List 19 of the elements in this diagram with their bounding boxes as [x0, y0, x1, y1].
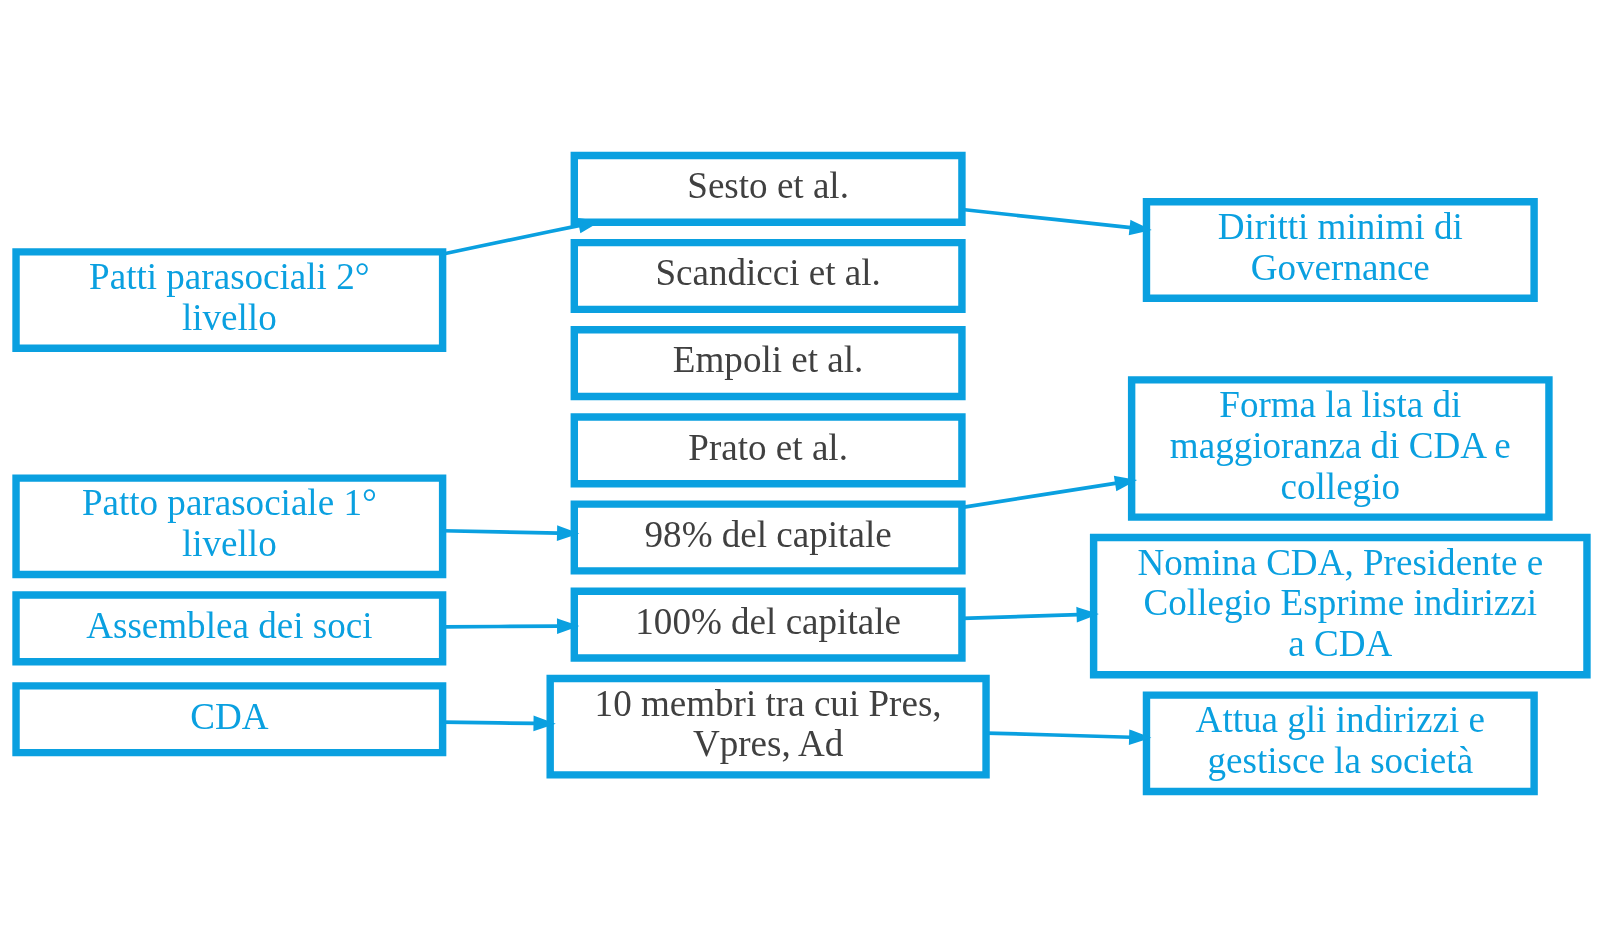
node-box: Patto parasociale 1° livello	[12, 473, 447, 578]
node-box: 98% del capitale	[570, 499, 966, 575]
node-box: Scandicci et al.	[570, 238, 966, 313]
node-box: Empoli et al.	[570, 325, 966, 400]
arrow	[962, 606, 1099, 622]
node-box: 100% del capitale	[570, 587, 966, 662]
arrow	[962, 475, 1138, 509]
node-box: Attua gli indirizzi e gestisce la società	[1142, 690, 1538, 795]
node-box: Patti parasociali 2° livello	[12, 247, 447, 352]
node-box: Prato et al.	[570, 412, 966, 487]
node-box: Forma la lista di maggioranza di CDA e collegio	[1127, 375, 1553, 521]
node-box: Assemblea dei soci	[12, 590, 447, 665]
node-box: CDA	[12, 681, 447, 756]
node-box: Nomina CDA, Presidente e Collegio Esprime indirizzi a CDA	[1089, 533, 1591, 678]
arrow	[962, 207, 1152, 235]
node-box: Diritti minimi di Governance	[1142, 197, 1538, 302]
node-box: 10 membri tra cui Pres, Vpres, Ad	[546, 674, 990, 779]
node-box: Sesto et al.	[570, 151, 966, 226]
arrow	[986, 728, 1152, 745]
